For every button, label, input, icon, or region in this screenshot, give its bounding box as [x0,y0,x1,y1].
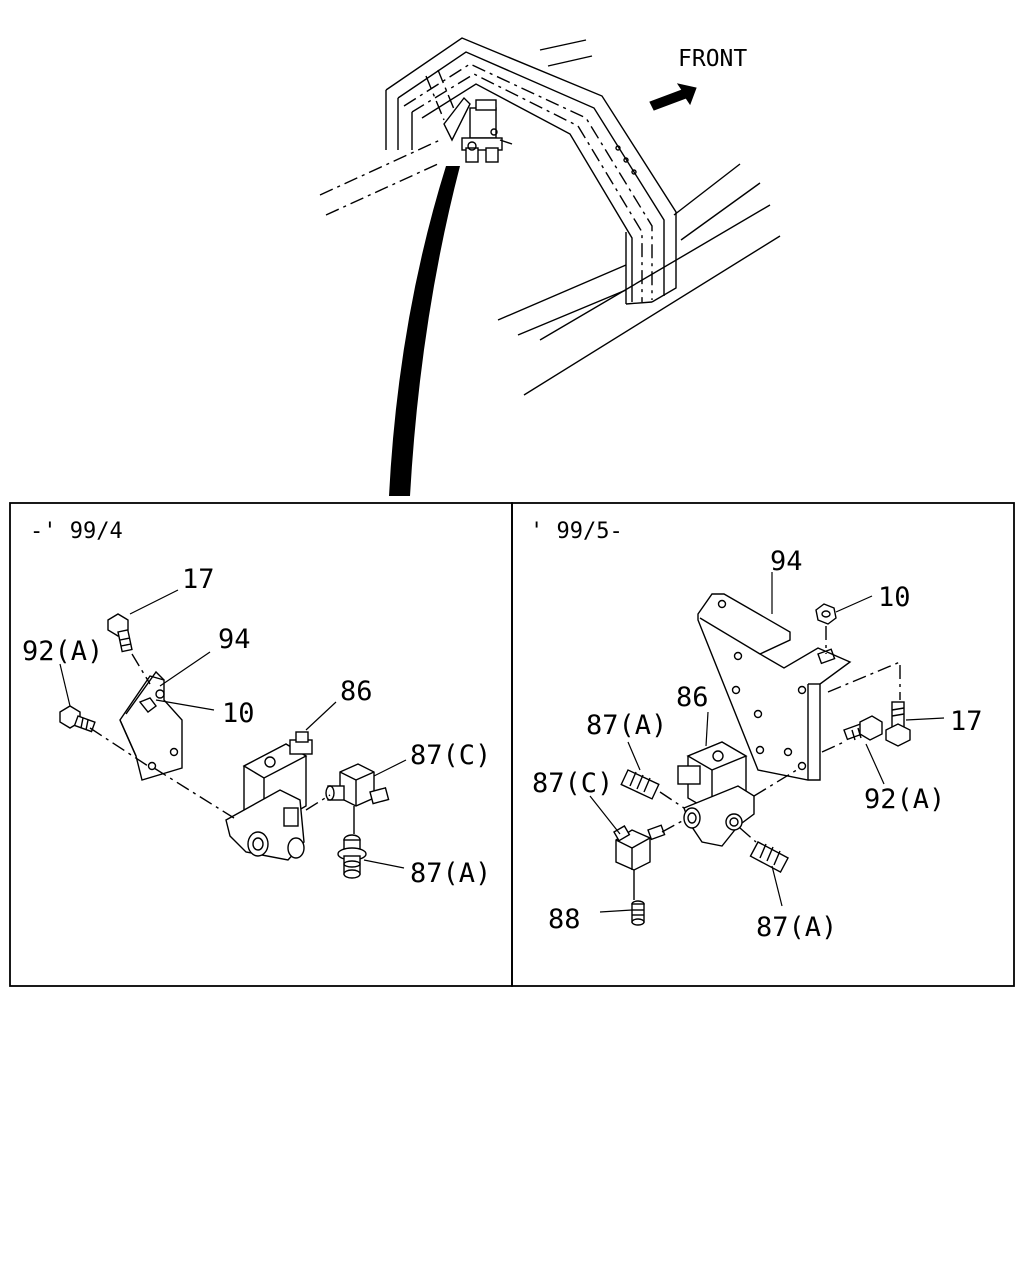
callout-87a-lower: 87(A) [756,912,837,943]
valve-assembly-thumbnail [443,96,513,163]
callout-94: 94 [218,624,251,655]
callout-88: 88 [548,904,581,935]
callout-94: 94 [770,546,803,577]
solenoid-valve-86 [225,731,313,861]
callout-86: 86 [676,682,709,713]
callout-17: 17 [182,564,215,595]
right-panel-frame [511,502,1015,987]
callout-17: 17 [950,706,983,737]
callout-86: 86 [340,676,373,707]
bracket-94 [697,593,852,781]
callout-87c: 87(C) [532,768,613,799]
callout-87a-upper: 87(A) [586,710,667,741]
nipple-fitting-87a-lower [749,841,789,874]
callout-10: 10 [878,582,911,613]
nipple-fitting-87a-upper [620,769,660,800]
chassis-overview: FRONT [319,37,781,496]
callout-87a: 87(A) [410,858,491,889]
solenoid-valve-86 [677,741,755,847]
nipple-fitting-87a [337,834,367,879]
bolt-92a [59,705,96,733]
nut-10 [815,603,837,625]
bracket-94 [119,670,183,781]
bolt-17 [107,613,133,653]
elbow-fitting-87c [325,763,390,807]
bolt-17 [885,701,911,747]
plug-88 [631,900,645,926]
elbow-fitting-87c [613,824,666,871]
right-panel-header: ' 99/5- [530,519,623,544]
front-arrow-icon [649,83,697,111]
left-panel-header: -' 99/4 [30,519,123,544]
bolt-92a [843,715,883,741]
callout-92a: 92(A) [22,636,103,667]
left-panel: -' 99/4 [22,519,491,889]
front-direction-label: FRONT [678,46,747,72]
callout-10: 10 [222,698,255,729]
callout-92a: 92(A) [864,784,945,815]
callout-87c: 87(C) [410,740,491,771]
zoom-callout-wedge [389,166,460,496]
right-panel: ' 99/5- [530,519,983,943]
